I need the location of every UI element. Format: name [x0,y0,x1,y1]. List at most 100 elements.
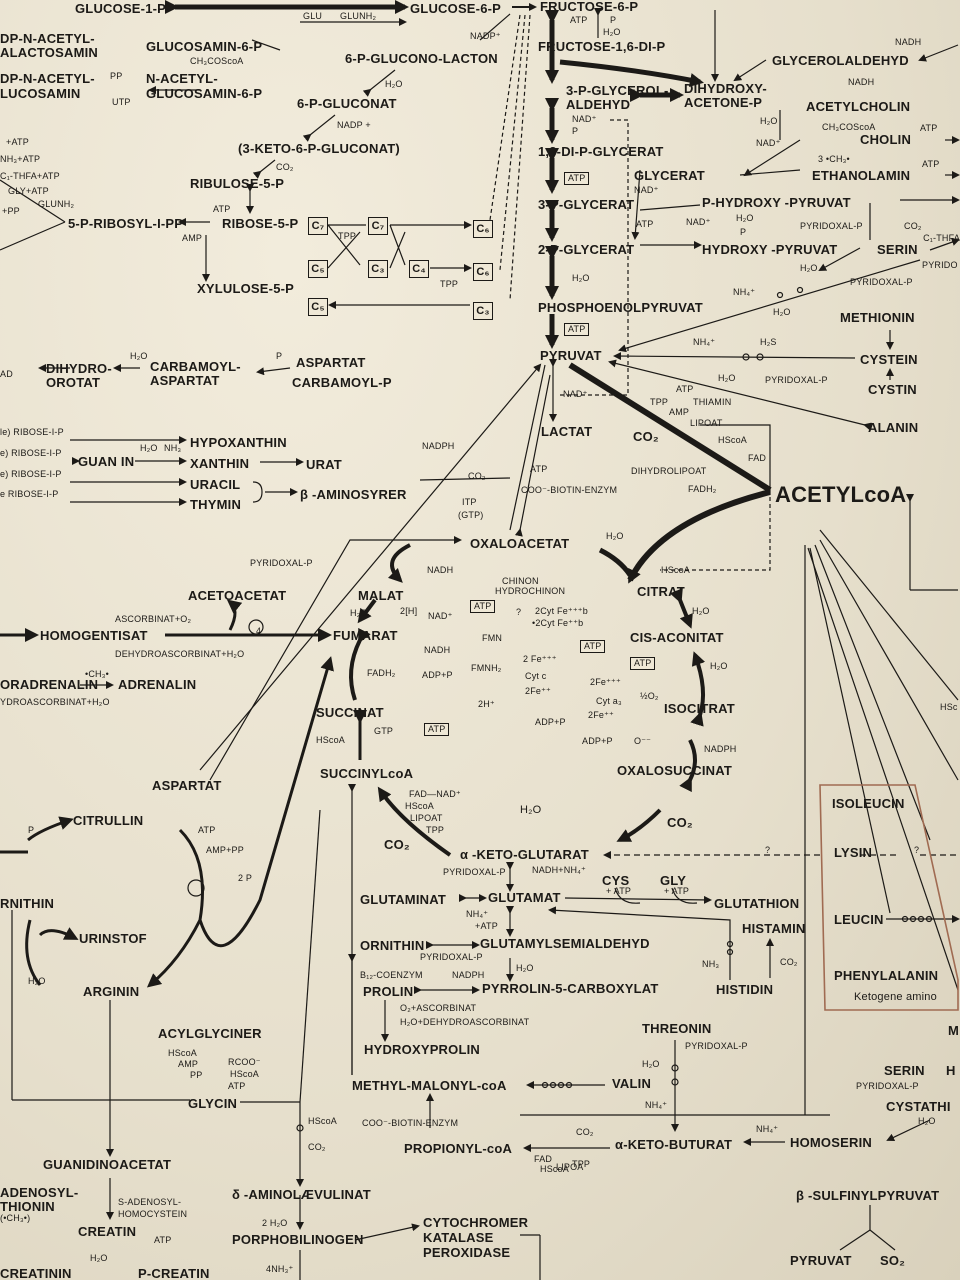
pyrrolin: PYRROLIN-5-CARBOXYLAT [482,981,659,996]
ribose-1p-2: e) RIBOSE-I-P [0,448,62,458]
6p-gluconat: 6-P-GLUCONAT [297,96,397,111]
pyridoxal-3: PYRIDOXAL-P [765,375,828,385]
tpp-4: TPP [426,825,445,835]
guanidinoacetat: GUANIDINOACETAT [43,1157,172,1172]
2fe-4: 2Fe⁺⁺ [588,710,615,720]
q2: ? [765,845,771,855]
hydrochinon: HYDROCHINON [495,586,566,596]
oxalosuccinat: OXALOSUCCINAT [617,763,733,778]
lucosamin: LUCOSAMIN [0,86,81,101]
q: ? [516,607,522,617]
atp-box-b: ATP [564,323,590,336]
citrat: CITRAT [637,584,685,599]
pyridoxal-4: PYRIDOXAL-P [250,558,313,568]
atp-8: ATP [676,384,694,394]
3p-glycerat: 3-P-GLYCERAT [538,197,635,212]
glycerolaldehyd: GLYCEROLALDEHYD [772,53,909,68]
tpp-1: TPP [338,231,357,241]
2fe-3: 2Fe⁺⁺ [525,686,552,696]
ch3coscoa-2: CH₃COScoA [822,122,876,132]
lysin: LYSIN [834,845,873,860]
atp-14: ATP [228,1081,246,1091]
hscoa-6: HScoA [230,1069,260,1079]
malat: MALAT [358,588,404,603]
biotin-1: COO⁻-BIOTIN-ENZYM [521,485,618,495]
utp-1: UTP [112,97,131,107]
acetylcoa-citrat-arrow [627,489,771,584]
cyt-c: Cyt c [525,671,547,681]
thfa: C₁-THFA+ATP [0,171,60,181]
co2-6: CO₂ [384,837,410,852]
h2o-4: H₂O [736,213,754,223]
pp-2: +PP [2,206,20,216]
fmn: FMN [482,633,503,643]
h2o-6: H₂O [800,263,818,273]
p-1: P [610,15,617,25]
co2-5: CO₂ [667,815,693,830]
adp-p-2: ADP+P [535,717,566,727]
cholin: CHOLIN [860,132,912,147]
ch3-4: (•CH₃•) [0,1213,31,1223]
gly-atp-2: GLY [660,873,687,888]
h2o-20: H₂O [90,1253,108,1263]
pyridoxal-2: PYRIDOXAL-P [850,277,913,287]
fadh2-2: FADH₂ [367,668,396,678]
ribose-1p-4: e RIBOSE-I-P [0,489,59,499]
atp-box-1: ATP [470,600,496,613]
pyridoxal-1: PYRIDOXAL-P [800,221,863,231]
histamin: HISTAMIN [742,921,806,936]
thiamin: THIAMIN [693,397,732,407]
h2o-5: H₂O [572,273,590,283]
m-right: M [948,1023,960,1038]
fadh2-1: FADH₂ [688,484,717,494]
nadph-2: NADPH [704,744,737,754]
p-hydroxy: P-HYDROXY -PYRUVAT [702,195,851,210]
akg: α -KETO-GLUTARAT [460,847,589,862]
dehydroasc-1: DEHYDROASCORBINAT+H₂O [115,649,245,659]
urinstof: URINSTOF [79,931,147,946]
nadh-2: NADH [848,77,875,87]
glutathion: GLUTATHION [714,896,800,911]
atp-9: ATP [530,464,548,474]
ribose-5p: RIBOSE-5-P [222,216,299,231]
5p-ribosyl: 5-P-RIBOSYL-I-PP [68,216,184,231]
h2o-10: H₂O [140,443,158,453]
homogentisat: HOMOGENTISAT [40,628,148,643]
serin: SERIN [877,242,918,257]
uracil: URACIL [190,477,241,492]
half-o2: ½O₂ [640,691,659,701]
fad-2: FAD [534,1154,553,1164]
h2o-18: H₂O [642,1059,660,1069]
atp-3: ATP [920,123,938,133]
hscoa-2: HScoA [661,565,691,575]
ketogenic-box [819,784,959,1011]
nad-2: NAD⁺ [572,114,597,124]
atp-box-4: ATP [424,723,450,736]
h-ser: H [946,1063,956,1078]
cystein: CYSTEIN [860,352,918,367]
13-di-p: 1,3-DI-P-GLYCERAT [538,144,664,159]
hydroxy-pyruvat: HYDROXY -PYRUVAT [702,242,838,257]
homocystein: HOMOCYSTEIN [118,1209,188,1219]
histidin: HISTIDIN [716,982,774,997]
aspartat-1: ASPARTAT [150,373,220,388]
glutaminat: GLUTAMINAT [360,892,446,907]
h2o-7: H₂O [773,307,791,317]
nad-6: NAD⁺ [428,611,453,621]
h2o-16: H₂O [516,963,534,973]
nh3-3: NH₃ [702,959,720,969]
glycerat: GLYCERAT [634,168,705,183]
h2o-8: H₂O [718,373,736,383]
cystin: CYSTIN [868,382,917,397]
3ch3: 3 •CH₃• [818,154,850,164]
adenosyl: ADENOSYL- [0,1185,79,1200]
adp-p-3: ADP+P [582,736,613,746]
thionin: THIONIN [0,1199,55,1214]
glutamylsemi: GLUTAMYLSEMIALDEHYD [480,936,650,951]
propionylcoa: PROPIONYL-coA [404,1141,513,1156]
biotin-2: COO⁻-BIOTIN-ENZYM [362,1118,459,1128]
aminolaevulinat: δ -AMINOLÆVULINAT [232,1187,371,1202]
pyridoxal-6: PYRIDOXAL-P [420,952,483,962]
pyridoxal-7: PYRIDOXAL-P [685,1041,748,1051]
peroxidase: PEROXIDASE [423,1245,511,1260]
